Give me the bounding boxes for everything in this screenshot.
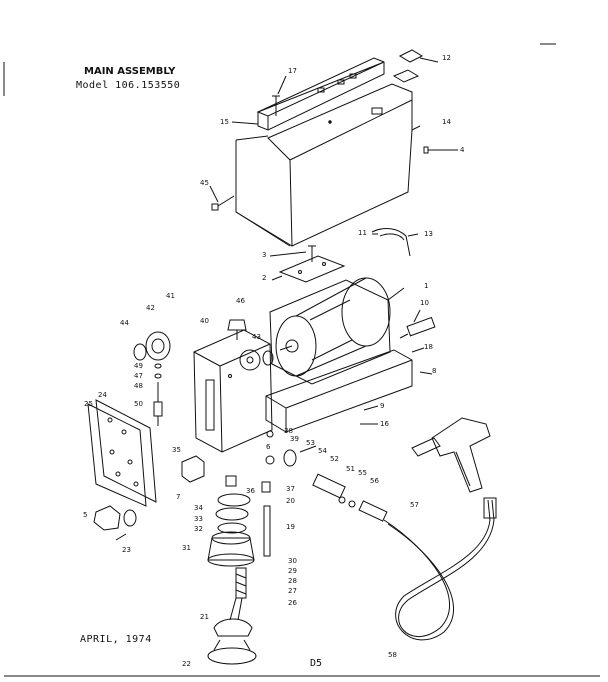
- callout-label: 47: [134, 372, 143, 380]
- callout-label: 36: [246, 487, 255, 495]
- page-title: MAIN ASSEMBLY: [84, 66, 176, 77]
- callout-label: 18: [424, 343, 433, 351]
- callout-label: 44: [120, 319, 129, 327]
- callout-label: 27: [288, 587, 297, 595]
- screw-23: [115, 533, 127, 541]
- callout-label: 39: [290, 435, 299, 443]
- callout-label: 16: [380, 420, 389, 428]
- mount-plate-part: [278, 255, 346, 283]
- callout-label: 40: [200, 317, 209, 325]
- revision-date: APRIL, 1974: [80, 634, 152, 645]
- callout-label: 58: [388, 651, 397, 659]
- callout-label: 11: [358, 229, 367, 237]
- callout-label: 52: [330, 455, 339, 463]
- callout-leader-lines: [209, 57, 458, 425]
- callout-label: 14: [442, 118, 451, 126]
- plunger-21: [213, 597, 253, 637]
- callout-label: 55: [358, 469, 367, 477]
- callout-label: 19: [286, 523, 295, 531]
- callout-label: 23: [122, 546, 131, 554]
- callout-label: 57: [410, 501, 419, 509]
- callout-label: 5: [83, 511, 88, 519]
- foot-valve-22: [207, 639, 257, 665]
- handle-bar-part: [256, 57, 385, 131]
- wire-lead-part: [371, 228, 411, 257]
- knob-5: [93, 505, 137, 531]
- callout-label: 28: [288, 577, 297, 585]
- callout-label: 12: [442, 54, 451, 62]
- callout-label: 38: [284, 427, 293, 435]
- spring-stack: [235, 567, 247, 599]
- callout-label: 35: [172, 446, 181, 454]
- callout-label: 9: [380, 402, 385, 410]
- callout-label: 24: [98, 391, 107, 399]
- callout-label: 53: [306, 439, 315, 447]
- callout-label: 15: [220, 118, 229, 126]
- callout-label: 6: [266, 443, 271, 451]
- callout-label: 56: [370, 477, 379, 485]
- callout-label: 51: [346, 465, 355, 473]
- callout-label: 30: [288, 557, 297, 565]
- callout-label: 2: [262, 274, 267, 282]
- callout-label: 3: [262, 251, 267, 259]
- gear-housing-part: [193, 329, 273, 453]
- bearing-ring-part: [133, 331, 171, 361]
- callout-label: 22: [182, 660, 191, 668]
- outlet-assembly: [312, 473, 388, 522]
- screw-17: [272, 95, 280, 116]
- callout-label: 42: [146, 304, 155, 312]
- callout-label: 17: [288, 67, 297, 75]
- hose-part: [383, 497, 497, 641]
- fitting-53-54: [283, 445, 317, 467]
- model-number: Model 106.153550: [76, 80, 181, 91]
- cover-part: [235, 83, 413, 247]
- callout-label: 31: [182, 544, 191, 552]
- pump-fitting-7: [181, 455, 205, 483]
- callout-label: 54: [318, 447, 327, 455]
- screw-3: [308, 245, 316, 262]
- callout-label: 10: [420, 299, 429, 307]
- screw-4: [423, 146, 440, 154]
- callout-label: 29: [288, 567, 297, 575]
- callout-label: 4: [460, 146, 465, 154]
- callout-label: 43: [252, 333, 261, 341]
- valve-plate-part: [87, 399, 157, 507]
- callout-label: 48: [134, 382, 143, 390]
- small-fittings-group: [225, 430, 275, 493]
- callout-label: 32: [194, 525, 203, 533]
- motor-part: [269, 277, 391, 385]
- rod-19: [263, 505, 271, 557]
- callout-label: 1: [424, 282, 429, 290]
- screw-45: [211, 195, 235, 211]
- ring-43: [262, 350, 274, 366]
- callout-label: 46: [236, 297, 245, 305]
- base-bracket-part: [265, 349, 413, 433]
- page-number: D5: [310, 658, 323, 669]
- pump-disk-stack: [207, 493, 255, 567]
- callout-label: 8: [432, 367, 437, 375]
- callout-label: 50: [134, 400, 143, 408]
- callout-label: 45: [200, 179, 209, 187]
- callout-label: 33: [194, 515, 203, 523]
- callout-label: 49: [134, 362, 143, 370]
- fitting-10: [399, 316, 436, 339]
- callout-label: 37: [286, 485, 295, 493]
- clip-part: [392, 49, 424, 83]
- callout-label: 20: [286, 497, 295, 505]
- nut-46: [227, 319, 247, 340]
- callout-label: 21: [200, 613, 209, 621]
- callout-label: 13: [424, 230, 433, 238]
- pin-stack-part: [153, 363, 163, 426]
- callout-label: 41: [166, 292, 175, 300]
- callout-label: 26: [288, 599, 297, 607]
- callout-label: 25: [84, 400, 93, 408]
- spray-gun-part: [411, 417, 491, 493]
- callout-label: 7: [176, 493, 181, 501]
- callout-label: 34: [194, 504, 203, 512]
